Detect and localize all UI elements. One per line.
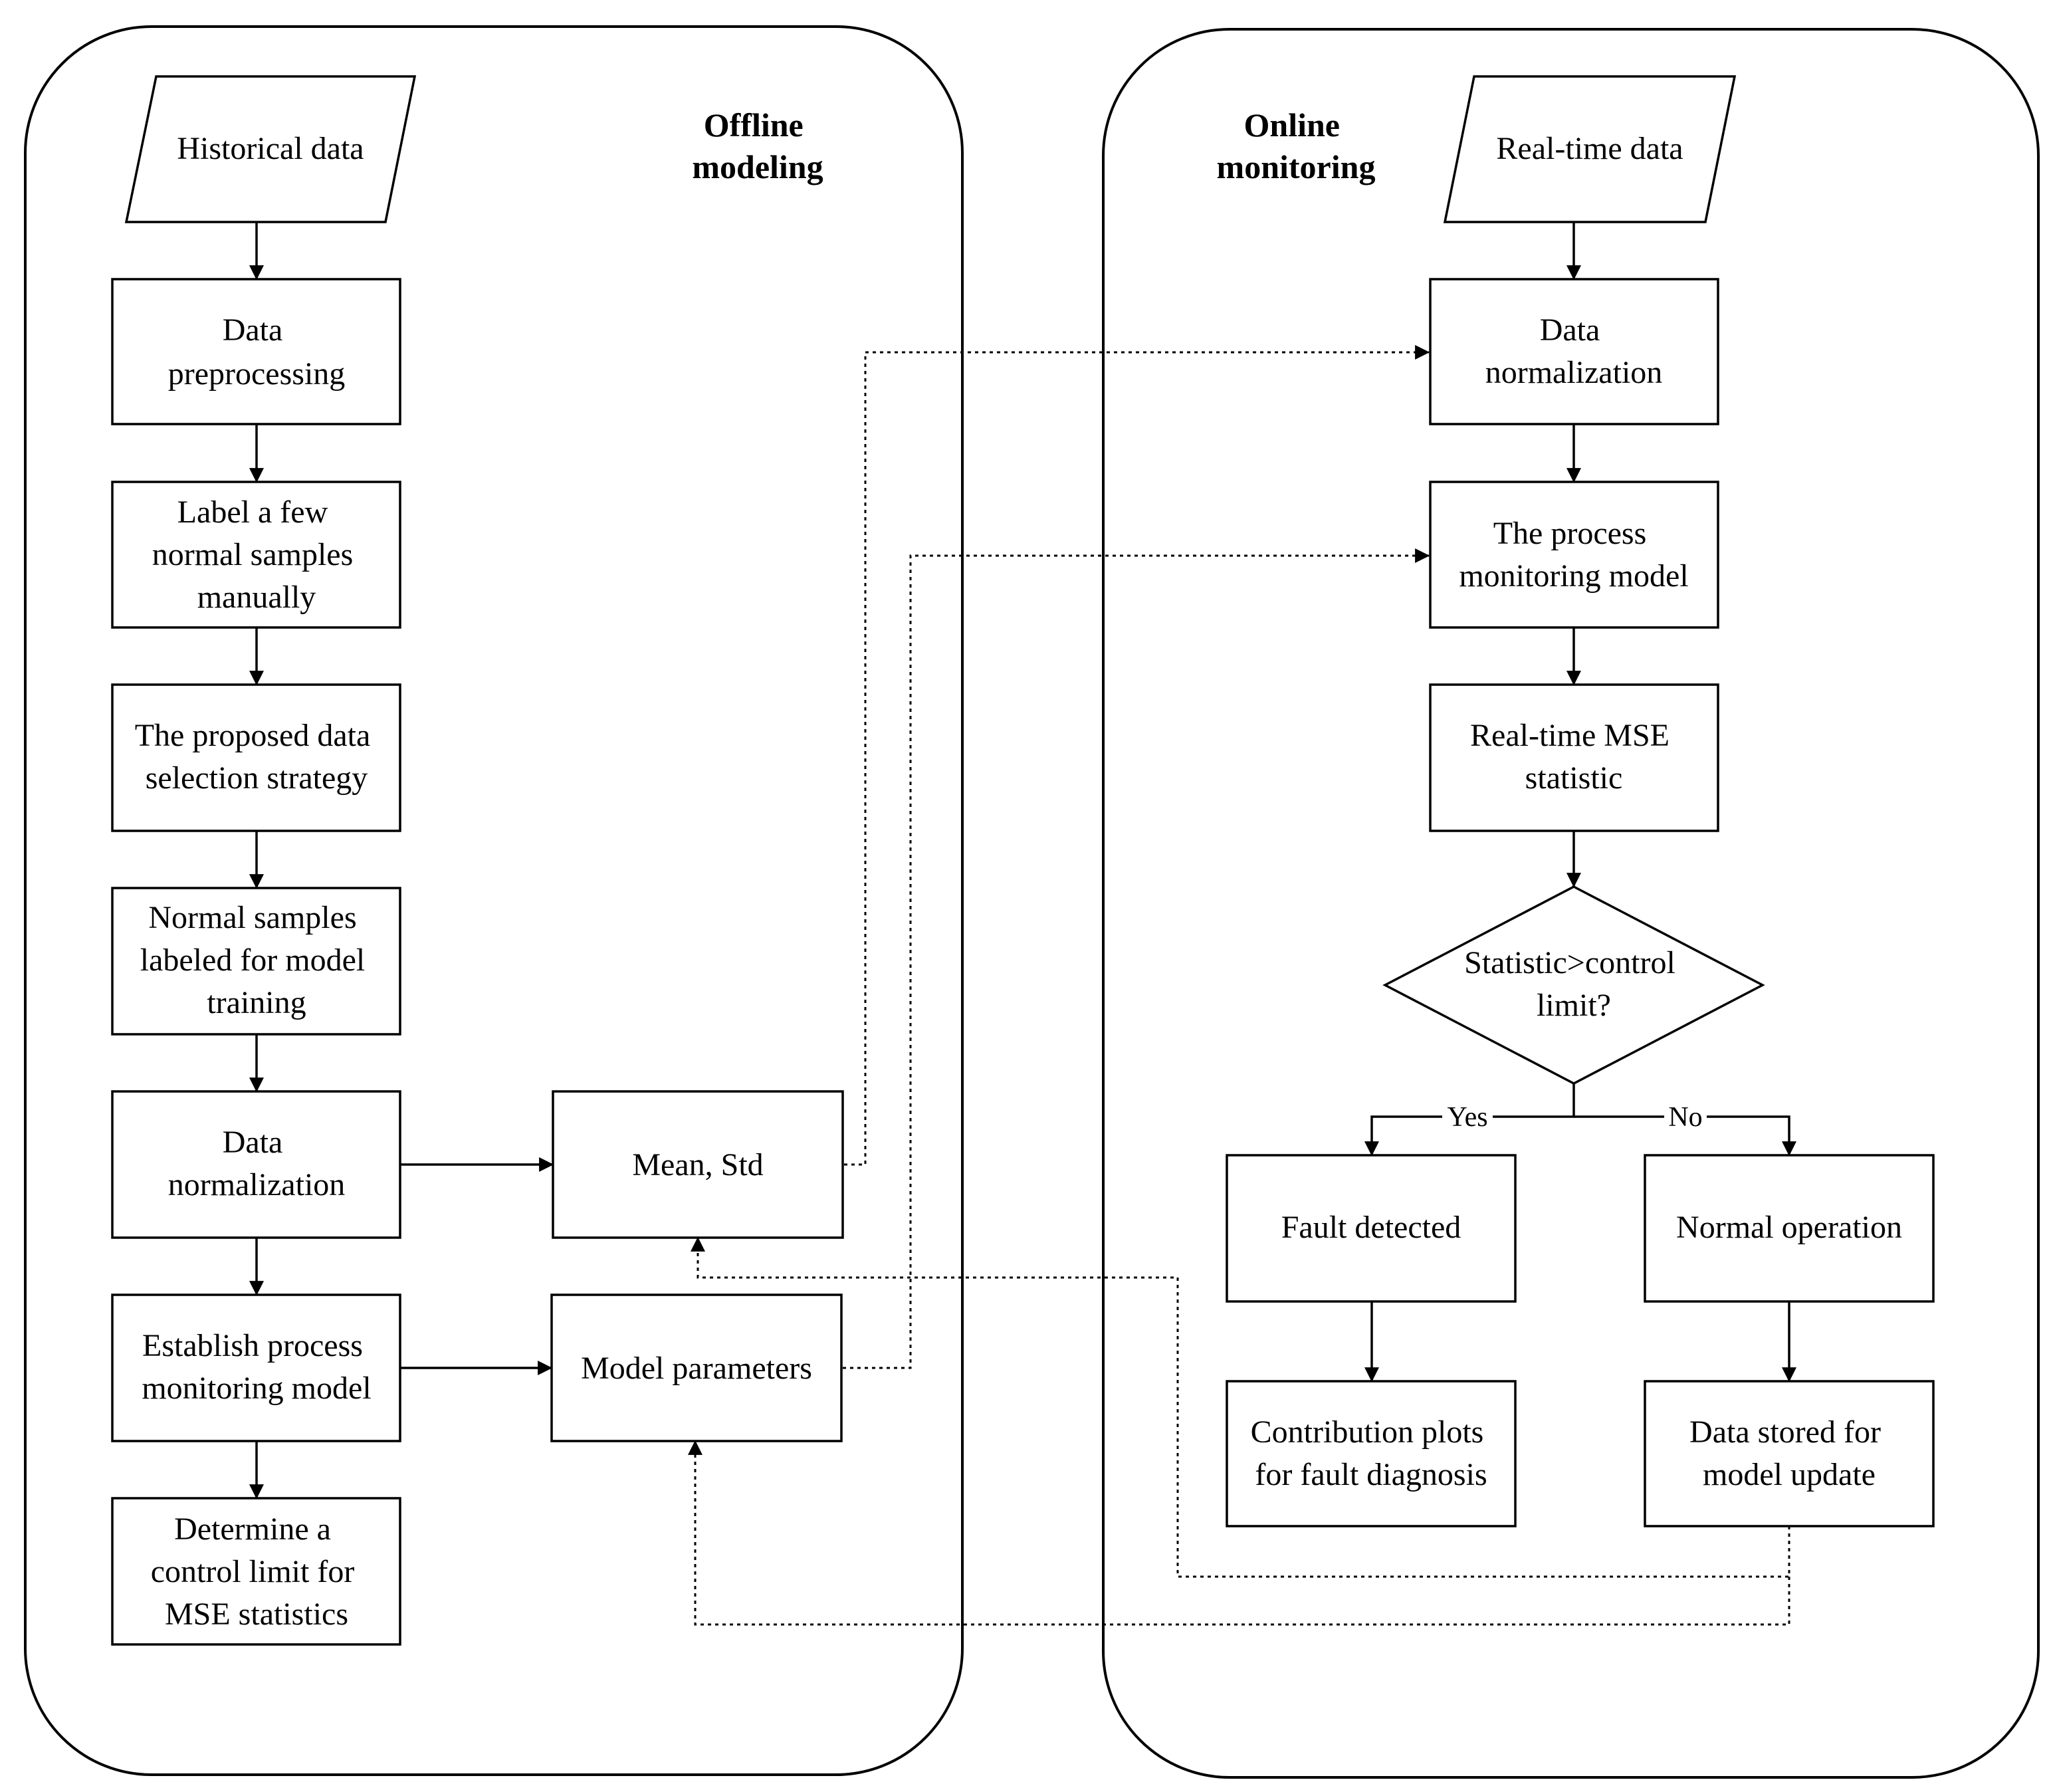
svg-text:Data preprocessing: Data preprocessing	[168, 312, 346, 392]
mse-statistic-node: Real-time MSE statistic	[1429, 683, 1719, 832]
svg-text:Label a few normal sampl: Label a few normal samples manually	[152, 495, 362, 615]
control-limit-decision-node: Statistic>control limit?	[1382, 885, 1765, 1085]
online-monitoring-title: Online monitoring	[1217, 106, 1376, 185]
model-parameters-node: Model parameters	[550, 1293, 843, 1442]
svg-text:The proposed data select: The proposed data selection strategy	[135, 718, 379, 796]
svg-text:Fault detected: Fault detected	[1281, 1210, 1461, 1245]
offline-modeling-panel	[24, 25, 964, 1776]
svg-text:Historical data: Historical data	[177, 131, 364, 166]
yes-label-bg	[1442, 1101, 1493, 1131]
svg-text:Contribution plots for f: Contribution plots for fault diagnosis	[1251, 1414, 1492, 1492]
data-stored-node: Data stored for model update	[1644, 1380, 1935, 1527]
establish-model-node: Establish process monitoring model	[111, 1293, 401, 1442]
normal-samples-node: Normal samples labeled for model trainin…	[111, 887, 401, 1036]
dotted-connectors	[688, 345, 1790, 1626]
no-label: No	[1668, 1102, 1702, 1133]
svg-text:Establish process monito: Establish process monitoring model	[142, 1328, 371, 1406]
offline-connectors	[249, 222, 554, 1500]
no-label-bg	[1664, 1101, 1707, 1131]
offline-data-normalization-node: Data normalization	[111, 1090, 401, 1239]
svg-text:Model parameters: Model parameters	[581, 1351, 812, 1386]
realtime-data-node: Real-time data	[1443, 75, 1737, 223]
online-data-normalization-node: Data normalization	[1429, 278, 1719, 425]
svg-text:Real-time MSE statistic: Real-time MSE statistic	[1470, 718, 1677, 796]
label-samples-node: Label a few normal samples manually	[111, 481, 401, 629]
svg-text:Mean, Std: Mean, Std	[632, 1147, 763, 1182]
control-limit-node: Determine a control limit for MSE statis…	[111, 1497, 401, 1646]
mean-std-node: Mean, Std	[552, 1090, 844, 1239]
yes-label: Yes	[1447, 1102, 1487, 1133]
fault-detected-node: Fault detected	[1226, 1154, 1517, 1303]
svg-text:Determine a control limi: Determine a control limit for MSE statis…	[151, 1512, 363, 1632]
data-preprocessing-node: Data preprocessing	[111, 278, 401, 425]
svg-text:The process monitoring m: The process monitoring model	[1459, 516, 1688, 594]
contribution-plots-node: Contribution plots for fault diagnosis	[1226, 1380, 1517, 1527]
svg-text:Data normalization: Data normalization	[168, 1125, 346, 1202]
process-monitoring-model-node: The process monitoring model	[1429, 481, 1719, 629]
historical-data-node: Historical data	[124, 75, 417, 223]
offline-modeling-title: Offline modeling	[692, 106, 823, 185]
svg-text:Normal operation: Normal operation	[1676, 1210, 1902, 1245]
svg-text:Data normalization: Data normalization	[1485, 312, 1663, 390]
svg-text:Statistic>control limit?: Statistic>control limit?	[1464, 945, 1683, 1023]
svg-text:Normal samples labeled f: Normal samples labeled for model trainin…	[140, 900, 374, 1020]
data-selection-node: The proposed data selection strategy	[111, 683, 401, 832]
svg-text:Data stored for model up: Data stored for model update	[1689, 1414, 1889, 1492]
normal-operation-node: Normal operation	[1644, 1154, 1935, 1303]
svg-text:Real-time data: Real-time data	[1496, 131, 1683, 166]
online-monitoring-panel	[1102, 28, 2040, 1779]
